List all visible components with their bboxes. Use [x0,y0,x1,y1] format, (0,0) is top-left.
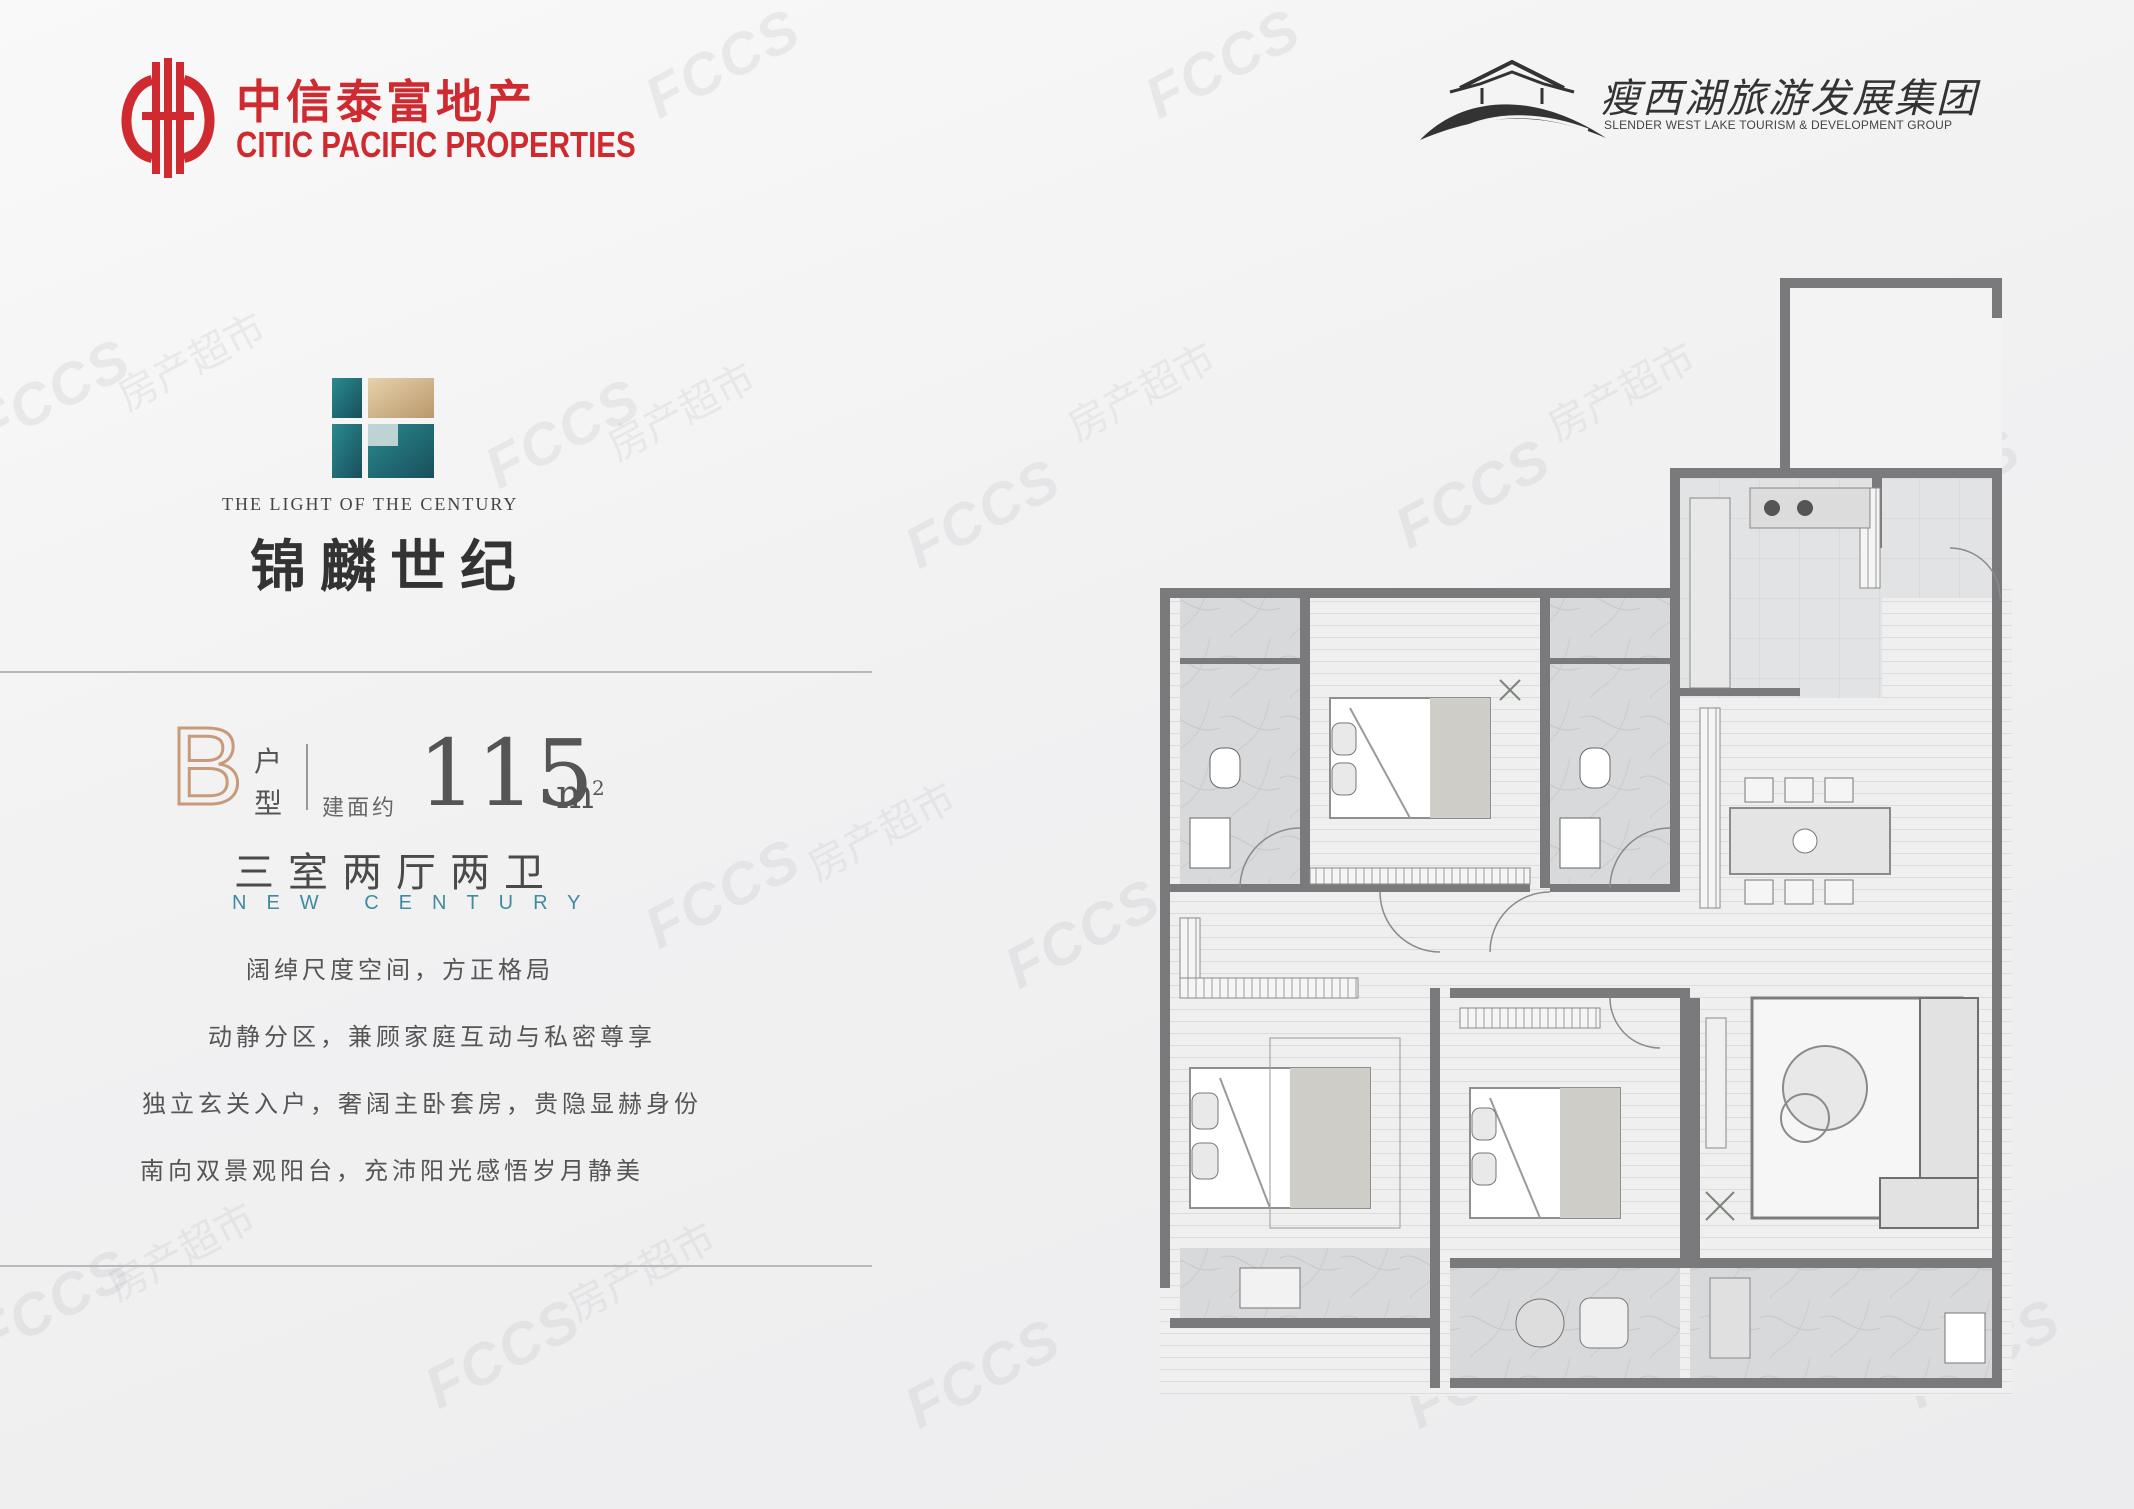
watermark-logo: FCCS [414,1285,592,1422]
area-value: 115 [418,720,594,827]
watermark-logo: FCCS [634,0,812,132]
project-name-en: THE LIGHT OF THE CENTURY [222,494,519,514]
floor-plan-image [1160,278,2012,1396]
feature-line: 动静分区，兼顾家庭互动与私密尊享 [208,1023,656,1051]
swl-name-en: SLENDER WEST LAKE TOURISM & DEVELOPMENT … [1604,118,1953,132]
project-name-cn: 锦麟世纪 [250,534,530,600]
watermark-logo: FCCS [994,865,1172,1002]
swl-name-cn: 瘦西湖旅游发展集团 [1600,76,1978,122]
divider-bottom [0,1265,872,1267]
citic-name-cn: 中信泰富地产 [236,75,536,129]
area-prefix: 建面约 [322,796,398,821]
watermark-text: 房产超市 [560,1214,724,1331]
watermark-logo: FCCS [474,365,652,502]
area-unit-superscript: 2 [592,776,605,800]
type-separator [306,744,308,810]
watermark-text: 房产超市 [100,1194,264,1311]
area-unit: m [556,772,594,818]
citic-name-en: CITIC PACIFIC PROPERTIES [236,124,636,165]
layout-description-cn: 三室两厅两卫 [234,850,558,896]
feature-line: 阔绰尺度空间，方正格局 [246,956,554,984]
feature-line: 独立玄关入户，奢阔主卧套房，贵隐显赫身份 [142,1090,702,1118]
watermark-logo: FCCS [0,325,142,462]
watermark-logo: FCCS [894,1305,1072,1442]
feature-line: 南向双景观阳台，充沛阳光感悟岁月静美 [140,1157,644,1185]
unit-type-letter: B [168,705,244,828]
watermark-logo: FCCS [894,445,1072,582]
watermark-text: 房产超市 [800,774,964,891]
pavilion-logo-icon [1420,59,1606,140]
watermark-logo: FCCS [0,1235,142,1372]
project-logo-icon [332,378,434,478]
watermark-logo: FCCS [1134,0,1312,132]
layout-description-en: NEW CENTURY [232,892,601,914]
watermark-text: 房产超市 [110,304,274,421]
watermark-logo: FCCS [634,825,812,962]
watermark-text: 房产超市 [600,354,764,471]
unit-type-word-2: 型 [254,787,283,820]
citic-logo-icon [121,58,215,178]
unit-type-word-1: 户 [254,745,283,778]
divider-top [0,671,872,673]
